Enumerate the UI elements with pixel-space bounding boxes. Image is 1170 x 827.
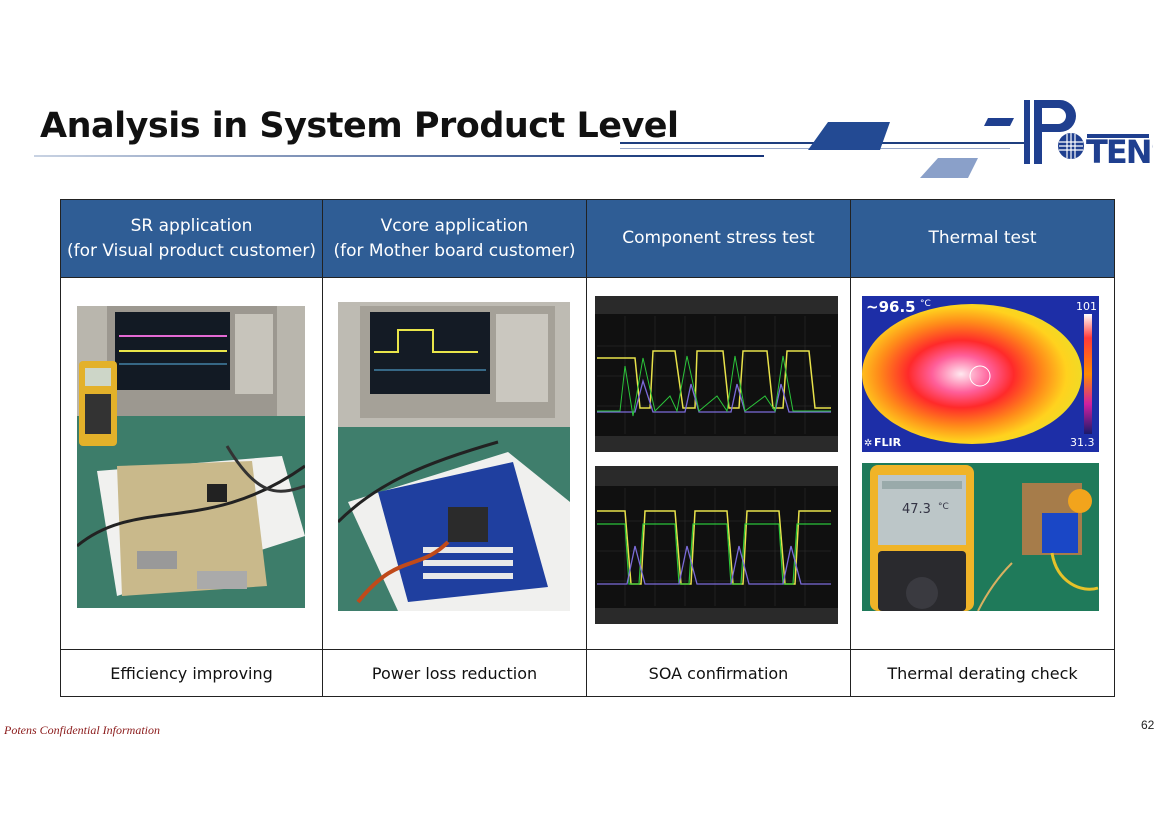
thermal-image: ~96.5 °C 101 31.3 FLIR ✲ (862, 296, 1099, 452)
meter-reading: 47.3 (902, 502, 931, 517)
table-image-row: ~96.5 °C 101 31.3 FLIR ✲ (60, 277, 1115, 650)
vcore-bench-photo (338, 302, 570, 611)
header-line2: (for Visual product customer) (66, 240, 317, 261)
thermal-scale-top: 101 (1076, 300, 1097, 313)
footer-thermal-derating: Thermal derating check (850, 649, 1115, 697)
flir-logo-icon: ✲ (864, 438, 872, 449)
thermal-unit: °C (920, 299, 931, 309)
thermometer-photo: 47.3 °C (862, 463, 1099, 611)
thermal-scale-bottom: 31.3 (1070, 436, 1095, 449)
vcore-photo-cell (322, 277, 587, 650)
flir-brand: FLIR (874, 436, 902, 449)
page-number: 62 (1141, 718, 1155, 732)
header-line2: (for Mother board customer) (333, 240, 576, 261)
footer-power-loss: Power loss reduction (322, 649, 587, 697)
header-component-stress: Component stress test (586, 199, 851, 278)
header-line1: Vcore application (380, 215, 529, 236)
header-vcore-application: Vcore application (for Mother board cust… (322, 199, 587, 278)
footer-soa: SOA confirmation (586, 649, 851, 697)
sr-bench-photo (77, 306, 305, 608)
header-sr-application: SR application (for Visual product custo… (60, 199, 323, 278)
table-footer-row: Efficiency improving Power loss reductio… (60, 649, 1115, 697)
title-underline (34, 155, 764, 157)
confidential-label: Potens Confidential Information (4, 723, 160, 737)
page-title: Analysis in System Product Level (40, 106, 679, 146)
sr-photo-cell (60, 277, 323, 650)
header-line1: SR application (130, 215, 253, 236)
meter-unit: °C (938, 502, 949, 512)
stress-waveform-cell (586, 277, 851, 650)
thermal-max: ~96.5 (866, 298, 916, 316)
table-header-row: SR application (for Visual product custo… (60, 199, 1115, 278)
thermal-cell: ~96.5 °C 101 31.3 FLIR ✲ (850, 277, 1115, 650)
analysis-table: SR application (for Visual product custo… (60, 199, 1115, 697)
stress-waveform-2 (595, 466, 838, 624)
stress-waveform-1 (595, 296, 838, 452)
header-thermal-test: Thermal test (850, 199, 1115, 278)
footer-efficiency: Efficiency improving (60, 649, 323, 697)
